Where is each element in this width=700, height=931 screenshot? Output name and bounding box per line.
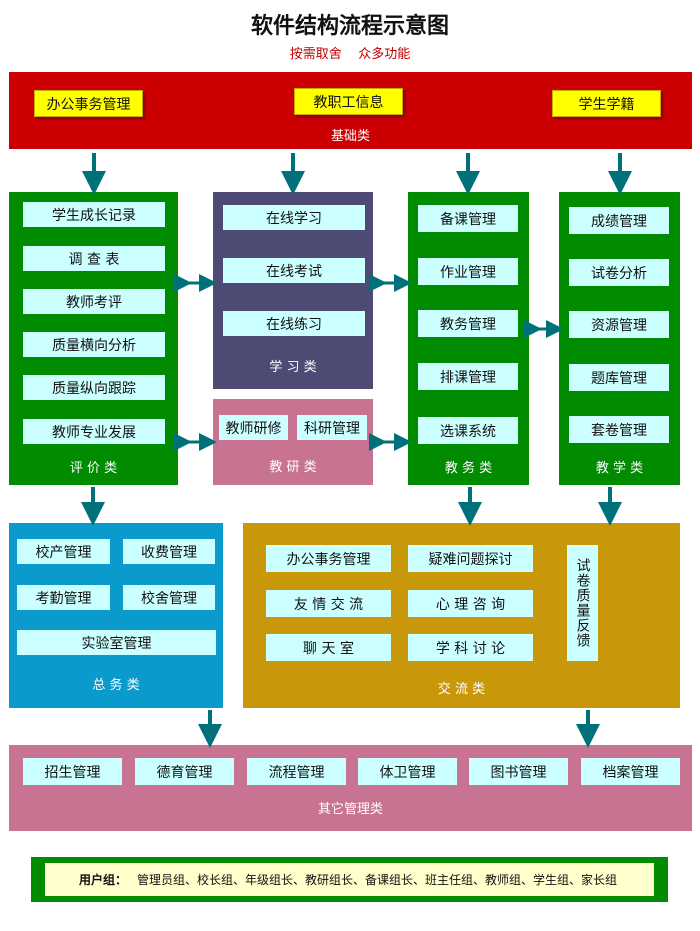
foundation-item-office[interactable]: 办公事务管理 <box>34 90 143 117</box>
communication-item-problem-discussion[interactable]: 疑难问题探讨 <box>408 545 533 572</box>
communication-label: 交 流 类 <box>437 682 486 697</box>
general-item-laboratory[interactable]: 实验室管理 <box>17 630 216 655</box>
general-item-attendance[interactable]: 考勤管理 <box>17 585 110 610</box>
others-panel: 招生管理 德育管理 流程管理 体卫管理 图书管理 档案管理 其它管理类 <box>9 745 692 831</box>
others-item-moral-education[interactable]: 德育管理 <box>135 758 234 785</box>
evaluation-item-teacher-eval[interactable]: 教师考评 <box>23 289 165 314</box>
teaching-affairs-item-scheduling[interactable]: 排课管理 <box>418 363 518 390</box>
teaching-affairs-item-lesson-prep[interactable]: 备课管理 <box>418 205 518 232</box>
foundation-panel: 办公事务管理 教职工信息 学生学籍 基础类 <box>9 72 692 149</box>
others-item-health[interactable]: 体卫管理 <box>358 758 457 785</box>
evaluation-panel: 学生成长记录 调 查 表 教师考评 质量横向分析 质量纵向跟踪 教师专业发展 评… <box>9 192 178 485</box>
communication-item-office[interactable]: 办公事务管理 <box>266 545 391 572</box>
others-item-archives[interactable]: 档案管理 <box>581 758 680 785</box>
others-item-admissions[interactable]: 招生管理 <box>23 758 122 785</box>
user-group-box: 用户组： 管理员组、校长组、年级组长、教研组长、备课组长、班主任组、教师组、学生… <box>45 863 654 896</box>
teaching-affairs-item-homework[interactable]: 作业管理 <box>418 258 518 285</box>
teaching-item-paper-sets[interactable]: 套卷管理 <box>569 416 669 443</box>
general-item-dormitory[interactable]: 校舍管理 <box>123 585 215 610</box>
user-group-value: 管理员组、校长组、年级组长、教研组长、备课组长、班主任组、教师组、学生组、家长组 <box>137 873 618 887</box>
research-item-research-mgmt[interactable]: 科研管理 <box>297 415 367 440</box>
research-label: 教 研 类 <box>269 460 317 475</box>
study-item-online-learning[interactable]: 在线学习 <box>223 205 365 230</box>
teaching-affairs-item-course-selection[interactable]: 选课系统 <box>418 417 518 444</box>
user-group-panel: 用户组： 管理员组、校长组、年级组长、教研组长、备课组长、班主任组、教师组、学生… <box>31 857 668 902</box>
diagram-subtitle: 按需取舍 众多功能 <box>289 47 411 62</box>
teaching-item-paper-analysis[interactable]: 试卷分析 <box>569 259 669 286</box>
teaching-label: 教 学 类 <box>595 461 644 476</box>
teaching-affairs-panel: 备课管理 作业管理 教务管理 排课管理 选课系统 教 务 类 <box>408 192 529 485</box>
teaching-item-resources[interactable]: 资源管理 <box>569 311 669 338</box>
research-panel: 教师研修 科研管理 教 研 类 <box>213 399 373 485</box>
diagram-title: 软件结构流程示意图 <box>250 14 449 39</box>
study-item-online-practice[interactable]: 在线练习 <box>223 311 365 336</box>
general-panel: 校产管理 收费管理 考勤管理 校舍管理 实验室管理 总 务 类 <box>9 523 223 708</box>
evaluation-label: 评 价 类 <box>69 461 118 476</box>
teaching-affairs-label: 教 务 类 <box>444 461 493 476</box>
evaluation-item-horizontal-analysis[interactable]: 质量横向分析 <box>23 332 165 357</box>
teaching-item-question-bank[interactable]: 题库管理 <box>569 364 669 391</box>
communication-item-chat-room[interactable]: 聊 天 室 <box>266 634 391 661</box>
study-label: 学 习 类 <box>269 360 317 375</box>
general-item-fees[interactable]: 收费管理 <box>123 539 215 564</box>
study-item-online-exam[interactable]: 在线考试 <box>223 258 365 283</box>
others-label: 其它管理类 <box>317 802 383 817</box>
user-group-label: 用户组： <box>79 873 128 887</box>
communication-panel: 办公事务管理 疑难问题探讨 友 情 交 流 心 理 咨 询 聊 天 室 学 科 … <box>243 523 680 708</box>
communication-item-counseling[interactable]: 心 理 咨 询 <box>408 590 533 617</box>
teaching-panel: 成绩管理 试卷分析 资源管理 题库管理 套卷管理 教 学 类 <box>559 192 680 485</box>
foundation-label: 基础类 <box>330 129 370 144</box>
evaluation-item-vertical-tracking[interactable]: 质量纵向跟踪 <box>23 375 165 400</box>
foundation-item-staff-info[interactable]: 教职工信息 <box>294 88 403 115</box>
teaching-item-grades[interactable]: 成绩管理 <box>569 207 669 234</box>
evaluation-item-growth-record[interactable]: 学生成长记录 <box>23 202 165 227</box>
evaluation-item-professional-dev[interactable]: 教师专业发展 <box>23 419 165 444</box>
evaluation-item-survey[interactable]: 调 查 表 <box>23 246 165 271</box>
others-item-library[interactable]: 图书管理 <box>469 758 568 785</box>
communication-item-subject-discussion[interactable]: 学 科 讨 论 <box>408 634 533 661</box>
communication-item-paper-feedback[interactable]: 试卷质量反馈 <box>567 545 598 661</box>
communication-item-friendship[interactable]: 友 情 交 流 <box>266 590 391 617</box>
others-item-process[interactable]: 流程管理 <box>247 758 346 785</box>
general-item-assets[interactable]: 校产管理 <box>17 539 110 564</box>
foundation-item-student-records[interactable]: 学生学籍 <box>552 90 661 117</box>
study-panel: 在线学习 在线考试 在线练习 学 习 类 <box>213 192 373 389</box>
general-label: 总 务 类 <box>92 678 140 693</box>
teaching-affairs-item-academic-affairs[interactable]: 教务管理 <box>418 310 518 337</box>
research-item-training[interactable]: 教师研修 <box>219 415 288 440</box>
